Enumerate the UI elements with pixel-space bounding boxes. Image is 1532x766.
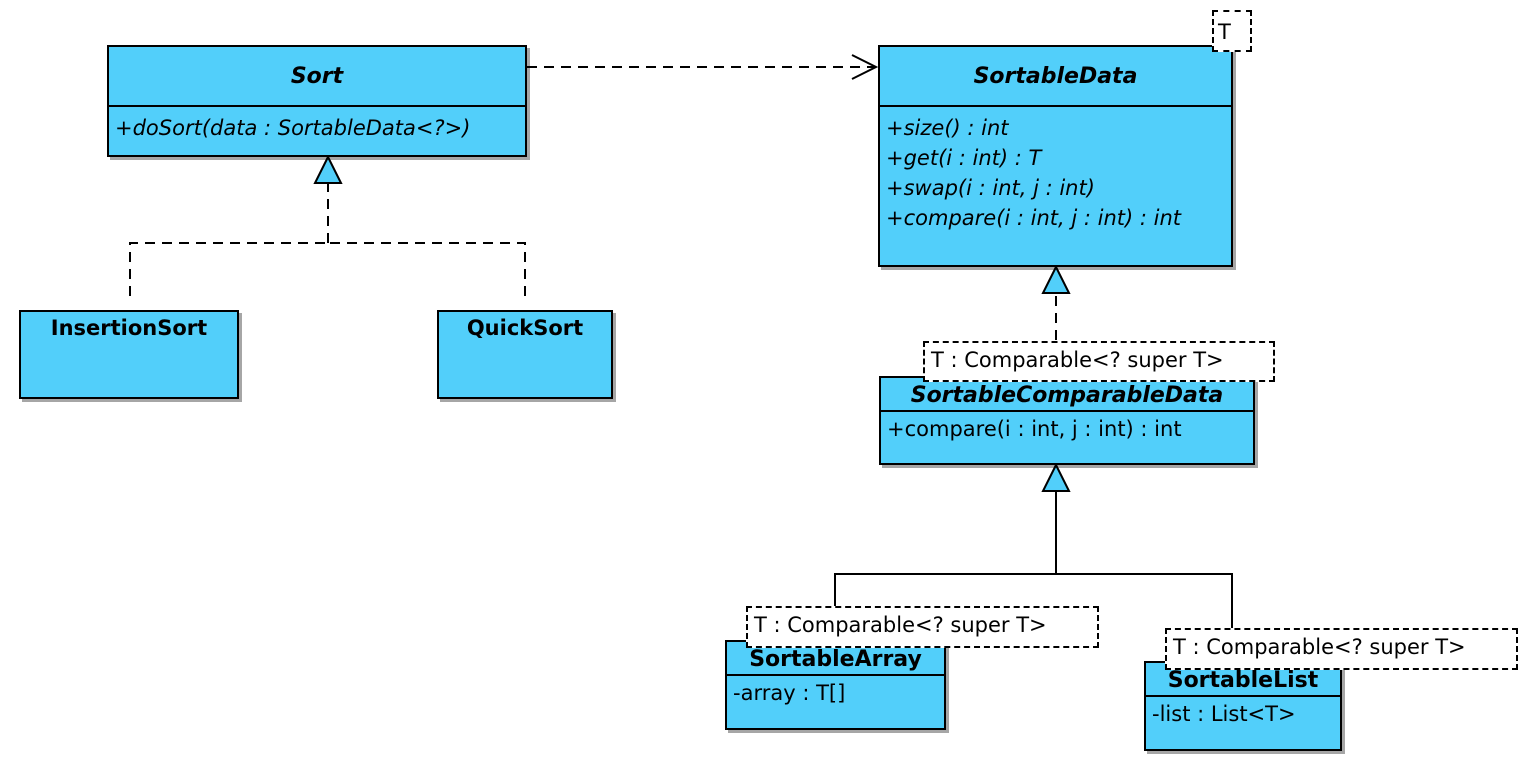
type-parameter-sortablearray: T : Comparable<? super T> — [746, 606, 1099, 648]
realization-triangle-sort — [313, 154, 343, 184]
class-sortabledata-name: SortableData — [880, 47, 1231, 107]
class-sort[interactable]: Sort +doSort(data : SortableData<?>) — [107, 45, 527, 157]
class-sortablearray[interactable]: SortableArray -array : T[] — [725, 640, 946, 730]
class-sortabledata-operations: +size() : int +get(i : int) : T +swap(i … — [880, 107, 1231, 233]
class-sortablelist-attributes: -list : List<T> — [1146, 697, 1340, 729]
type-parameter-sortablecomparabledata: T : Comparable<? super T> — [923, 341, 1275, 382]
class-sort-operations: +doSort(data : SortableData<?>) — [109, 107, 525, 143]
class-sortablecomparabledata[interactable]: SortableComparableData +compare(i : int,… — [879, 376, 1255, 465]
operation: +size() : int — [886, 116, 1009, 140]
type-parameter-sortabledata: T — [1212, 10, 1252, 52]
dependency-open-arrowhead — [851, 54, 879, 80]
generalization-triangle-comparabledata — [1041, 462, 1071, 492]
class-sortablelist[interactable]: SortableList -list : List<T> — [1144, 661, 1342, 751]
operation: +doSort(data : SortableData<?>) — [115, 116, 471, 140]
operation: +compare(i : int, j : int) : int — [887, 417, 1182, 441]
class-sortabledata[interactable]: SortableData +size() : int +get(i : int)… — [878, 45, 1233, 267]
realization-insertionsort — [129, 242, 328, 296]
class-sort-name: Sort — [109, 47, 525, 107]
operation: +swap(i : int, j : int) — [886, 176, 1095, 200]
class-sortablearray-attributes: -array : T[] — [727, 676, 944, 708]
realization-triangle-sortabledata — [1041, 264, 1071, 294]
type-parameter-sortablelist: T : Comparable<? super T> — [1165, 628, 1518, 670]
operation: +get(i : int) : T — [886, 146, 1042, 170]
class-quicksort-name: QuickSort — [466, 316, 584, 340]
realization-quicksort — [328, 242, 526, 296]
class-sortablelist-name: SortableList — [1146, 663, 1340, 697]
class-sortablecomparabledata-operations: +compare(i : int, j : int) : int — [881, 412, 1253, 444]
class-insertionsort[interactable]: InsertionSort — [19, 310, 239, 399]
attribute: -list : List<T> — [1152, 702, 1296, 726]
class-quicksort[interactable]: QuickSort — [437, 310, 613, 399]
class-sortablecomparabledata-name: SortableComparableData — [881, 378, 1253, 412]
class-insertionsort-name: InsertionSort — [50, 316, 208, 340]
class-sortablearray-name: SortableArray — [727, 642, 944, 676]
attribute: -array : T[] — [733, 681, 846, 705]
operation: +compare(i : int, j : int) : int — [886, 206, 1182, 230]
